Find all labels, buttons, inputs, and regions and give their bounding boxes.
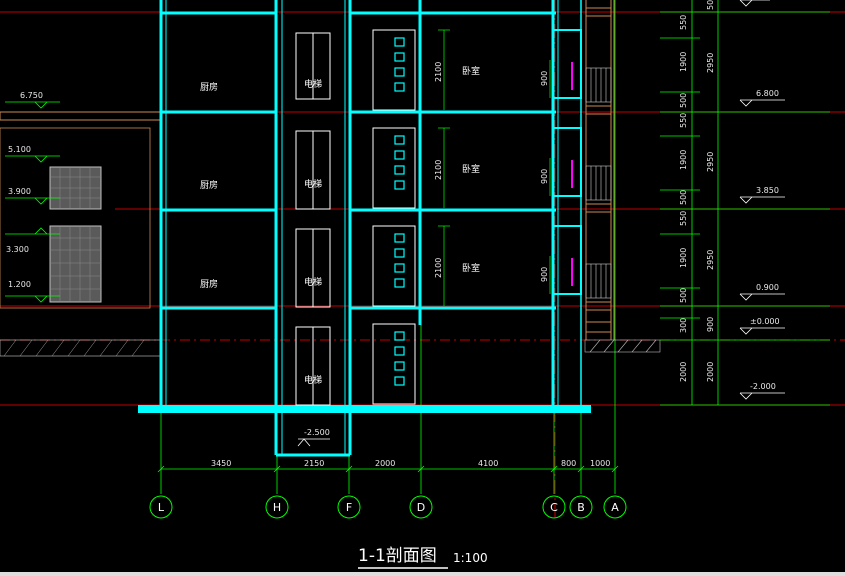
door-height-2: 2100 <box>434 160 443 180</box>
right-outer-dim-1: 2950 <box>706 53 715 73</box>
bottom-dim-0: 3450 <box>211 459 231 468</box>
right-inner-dim-4: 1900 <box>679 150 688 170</box>
axis-label-H: H <box>273 501 281 514</box>
right-outer-dim-4: 900 <box>706 317 715 332</box>
room-elevator-1: 电梯 <box>304 78 322 90</box>
axis-label-L: L <box>158 501 165 514</box>
right-inner-dim-0: 550 <box>679 15 688 30</box>
right-outer-dim-labels: 500 2950 2950 2950 900 2000 <box>706 0 715 382</box>
room-kitchen-1: 厨房 <box>200 81 218 93</box>
right-outer-dim-5: 2000 <box>706 362 715 382</box>
right-inner-dim-2: 500 <box>679 93 688 108</box>
right-outer-dim-0: 500 <box>706 0 715 10</box>
right-ground <box>584 339 661 353</box>
right-inner-dim-7: 1900 <box>679 248 688 268</box>
bottom-dimension-labels: 3450 2150 2000 4100 800 1000 <box>211 459 610 468</box>
right-inner-dim-9: 300 <box>679 318 688 333</box>
right-elev-4: -2.000 <box>750 382 776 391</box>
bottom-dim-4: 800 <box>561 459 576 468</box>
sill-height-1: 900 <box>540 71 549 86</box>
right-outer-dim-2: 2950 <box>706 152 715 172</box>
axis-label-C: C <box>550 501 558 514</box>
room-bedroom-2: 卧室 <box>462 163 480 175</box>
right-outer-dim-3: 2950 <box>706 250 715 270</box>
bottom-dim-3: 4100 <box>478 459 498 468</box>
right-inner-dim-1: 1900 <box>679 52 688 72</box>
left-elev-3: 3.300 <box>6 245 29 254</box>
room-labels: 厨房 厨房 厨房 电梯 电梯 电梯 电梯 卧室 卧室 卧室 <box>200 65 480 386</box>
pit-level-marker: -2.500 <box>297 428 330 447</box>
room-elevator-4: 电梯 <box>304 374 322 386</box>
drawing-title: 1-1剖面图 <box>358 546 437 566</box>
room-elevator-2: 电梯 <box>304 178 322 190</box>
axis-bubbles <box>149 495 627 519</box>
bottom-dim-5: 1000 <box>590 459 610 468</box>
left-elevation-markers <box>5 101 60 303</box>
room-kitchen-3: 厨房 <box>200 278 218 290</box>
right-elev-1: 3.850 <box>756 186 779 195</box>
axis-bubble-labels: L H F D C B A <box>158 501 619 514</box>
bedroom-doors <box>372 29 416 405</box>
door-height-3: 2100 <box>434 258 443 278</box>
door-height-1: 2100 <box>434 62 443 82</box>
bottom-strip <box>0 572 845 576</box>
right-elev-0: 6.800 <box>756 89 779 98</box>
room-kitchen-2: 厨房 <box>200 179 218 191</box>
left-elev-2: 3.900 <box>8 187 31 196</box>
interior-dim-labels: 2100 2100 2100 900 900 900 <box>434 62 549 282</box>
axis-label-A: A <box>611 501 619 514</box>
right-inner-dim-labels: 550 1900 500 550 1900 500 550 1900 500 3… <box>679 15 688 382</box>
right-elevation-markers <box>739 0 785 400</box>
room-bedroom-3: 卧室 <box>462 262 480 274</box>
drawing-scale: 1:100 <box>453 551 488 565</box>
adjacent-building <box>0 111 161 357</box>
sill-height-2: 900 <box>540 169 549 184</box>
right-inner-dim-5: 500 <box>679 190 688 205</box>
right-elevation-labels: 6.800 3.850 0.900 ±0.000 -2.000 <box>750 89 780 391</box>
left-elev-4: 1.200 <box>8 280 31 289</box>
room-elevator-3: 电梯 <box>304 276 322 288</box>
right-facade <box>585 0 615 340</box>
left-elevation-labels: 6.750 5.100 3.900 3.300 1.200 <box>6 91 43 289</box>
right-inner-dim-3: 550 <box>679 113 688 128</box>
balcony-railings <box>585 67 612 299</box>
right-elev-2: 0.900 <box>756 283 779 292</box>
right-inner-dim-6: 550 <box>679 211 688 226</box>
elevator-doors <box>295 32 331 406</box>
drawing-title-block: 1-1剖面图 1:100 <box>358 546 488 569</box>
axis-label-D: D <box>417 501 425 514</box>
right-inner-dim-8: 500 <box>679 288 688 303</box>
left-elev-0: 6.750 <box>20 91 43 100</box>
building-structure <box>138 0 591 457</box>
room-bedroom-1: 卧室 <box>462 65 480 77</box>
bottom-dim-2: 2000 <box>375 459 395 468</box>
right-dimension-chains <box>660 0 830 406</box>
right-inner-dim-10: 2000 <box>679 362 688 382</box>
door-panels <box>394 37 405 386</box>
bottom-dim-1: 2150 <box>304 459 324 468</box>
axis-label-F: F <box>346 501 352 514</box>
bottom-dimension-chain <box>157 465 619 473</box>
sill-height-3: 900 <box>540 267 549 282</box>
pit-level-label: -2.500 <box>304 428 330 437</box>
right-elev-3: ±0.000 <box>750 317 780 326</box>
axis-label-B: B <box>577 501 585 514</box>
left-elev-1: 5.100 <box>8 145 31 154</box>
interior-dim-lines <box>438 29 551 306</box>
